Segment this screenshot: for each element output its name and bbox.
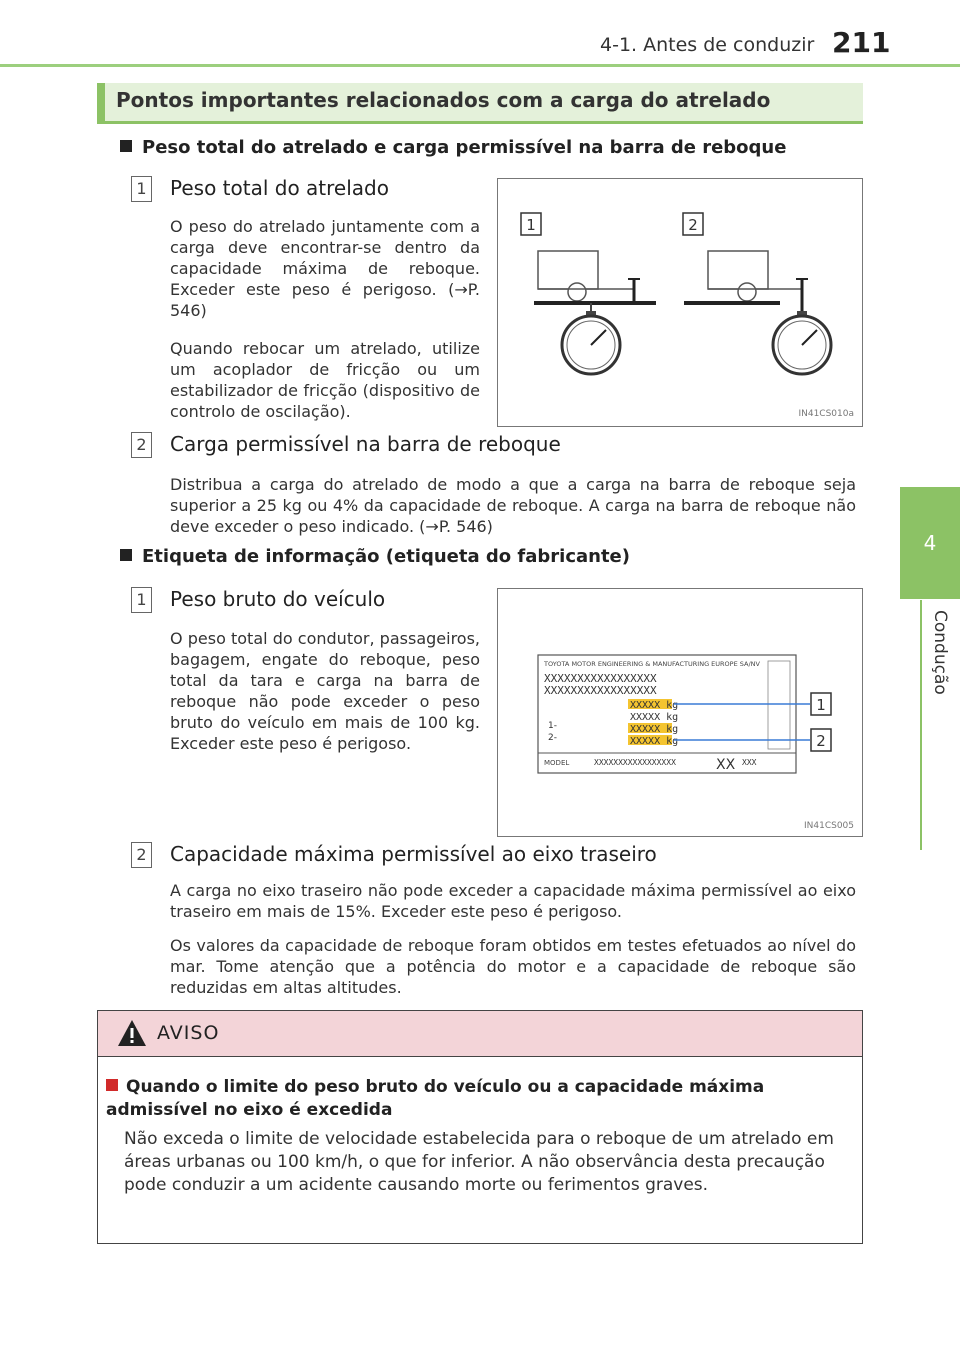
item-number-1b: 1: [131, 587, 152, 613]
figure-code: IN41CS005: [804, 821, 854, 831]
figure-callout-1: 1: [816, 696, 826, 714]
chapter-tab: 4: [900, 487, 960, 599]
label-line-2: XXXXXXXXXXXXXXXXX: [544, 684, 657, 697]
warning-triangle-icon: [118, 1020, 146, 1046]
figure-callout-2: 2: [688, 216, 698, 234]
label-row-1: 1-: [548, 721, 557, 731]
trailer-weight-figure: 1 2 IN41CS010a: [497, 178, 863, 427]
item-number-2b: 2: [131, 842, 152, 868]
item-number-1: 1: [131, 176, 152, 202]
square-bullet-icon: [106, 1079, 118, 1091]
paragraph-friction-coupler: Quando rebocar um atrelado, utilize um a…: [170, 339, 480, 421]
chapter-tab-label: Condução: [930, 610, 950, 695]
item-title-rear-axle: Capacidade máxima permissível ao eixo tr…: [170, 842, 657, 866]
label-model-suffix: XXX: [742, 758, 757, 767]
figure-code: IN41CS010a: [798, 409, 854, 419]
label-model-code: XX: [716, 757, 736, 773]
item-title-tongue-load: Carga permissível na barra de reboque: [170, 432, 561, 456]
paragraph-tongue-load: Distribua a carga do atrelado de modo a …: [170, 475, 856, 536]
label-weight-4: XXXXX kg: [630, 736, 678, 747]
label-weight-2: XXXXX kg: [630, 712, 678, 723]
paragraph-trailer-weight: O peso do atrelado juntamente com a carg…: [170, 217, 480, 320]
warning-header: [98, 1011, 862, 1057]
section-title-bar: [97, 83, 863, 121]
subheading-info-label: Etiqueta de informação (etiqueta do fabr…: [120, 546, 630, 567]
section-title: Pontos importantes relacionados com a ca…: [116, 88, 771, 112]
header-divider: [0, 64, 960, 67]
item-title-trailer-weight: Peso total do atrelado: [170, 176, 389, 200]
manufacturer-label-figure: TOYOTA MOTOR ENGINEERING & MANUFACTURING…: [497, 588, 863, 837]
paragraph-altitude: Os valores da capacidade de reboque fora…: [170, 936, 856, 997]
label-weight-3: XXXXX kg: [630, 724, 678, 735]
manufacturer-label-illustration: TOYOTA MOTOR ENGINEERING & MANUFACTURING…: [537, 654, 854, 831]
subheading-trailer-weight: Peso total do atrelado e carga permissív…: [120, 137, 786, 158]
square-bullet-icon: [120, 140, 132, 152]
label-header-text: TOYOTA MOTOR ENGINEERING & MANUFACTURING…: [543, 660, 761, 668]
item-number-2: 2: [131, 432, 152, 458]
warning-box: [97, 1010, 863, 1244]
paragraph-rear-axle: A carga no eixo traseiro não pode excede…: [170, 881, 856, 921]
warning-subheading: Quando o limite do peso bruto do veículo…: [106, 1077, 765, 1120]
chapter-title: 4-1. Antes de conduzir: [600, 34, 815, 56]
label-row-2: 2-: [548, 733, 557, 743]
figure-callout-1: 1: [526, 216, 536, 234]
section-title-underline: [97, 121, 863, 124]
label-model-caption: MODEL: [544, 759, 569, 767]
warning-title: AVISO: [157, 1022, 220, 1044]
figure-callout-2: 2: [816, 732, 826, 750]
item-title-gross-weight: Peso bruto do veículo: [170, 587, 386, 611]
chapter-tab-rule: [920, 600, 922, 850]
page-number: 211: [832, 26, 891, 59]
label-line-1: XXXXXXXXXXXXXXXXX: [544, 672, 657, 685]
trailer-scale-illustration: 1 2 IN41CS010a: [520, 212, 854, 419]
paragraph-gross-weight: O peso total do condutor, passageiros, b…: [170, 629, 480, 753]
label-weight-1: XXXXX kg: [630, 700, 678, 711]
label-model-value: XXXXXXXXXXXXXXXXX: [594, 758, 676, 767]
warning-text: Não exceda o limite de velocidade estabe…: [124, 1129, 834, 1195]
square-bullet-icon: [120, 549, 132, 561]
